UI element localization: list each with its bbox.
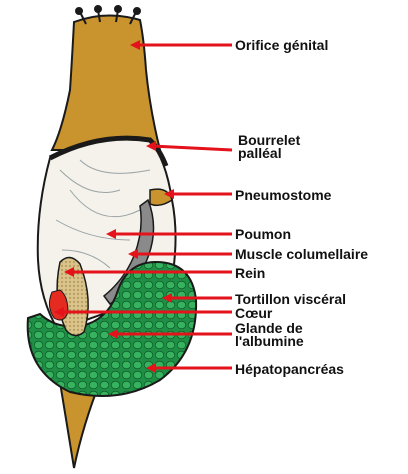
label-pneumostome-text: Pneumostome bbox=[235, 188, 331, 202]
label-hepatopancreas-text: Hépatopancréas bbox=[235, 362, 344, 376]
label-glande-albumine: Glande de l'albumine bbox=[235, 322, 304, 348]
label-muscle-columellaire-text: Muscle columellaire bbox=[235, 247, 368, 261]
label-tortillon-visceral-text: Tortillon viscéral bbox=[235, 292, 346, 306]
head-foot bbox=[52, 15, 160, 150]
label-muscle-columellaire: Muscle columellaire bbox=[235, 247, 368, 261]
label-pneumostome: Pneumostome bbox=[235, 188, 331, 202]
label-hepatopancreas: Hépatopancréas bbox=[235, 362, 344, 376]
label-bourrelet-palleal-line2: palléal bbox=[238, 147, 300, 160]
label-poumon: Poumon bbox=[235, 227, 291, 241]
label-bourrelet-palleal: Bourrelet palléal bbox=[238, 134, 300, 160]
label-rein-text: Rein bbox=[235, 266, 265, 280]
label-tortillon-visceral: Tortillon viscéral bbox=[235, 292, 346, 306]
label-rein: Rein bbox=[235, 266, 265, 280]
label-poumon-text: Poumon bbox=[235, 227, 291, 241]
label-coeur: Cœur bbox=[235, 306, 272, 320]
label-orifice-genital: Orifice génital bbox=[235, 38, 328, 52]
label-coeur-text: Cœur bbox=[235, 306, 272, 320]
label-orifice-genital-text: Orifice génital bbox=[235, 38, 328, 52]
label-glande-albumine-line2: l'albumine bbox=[235, 335, 304, 348]
